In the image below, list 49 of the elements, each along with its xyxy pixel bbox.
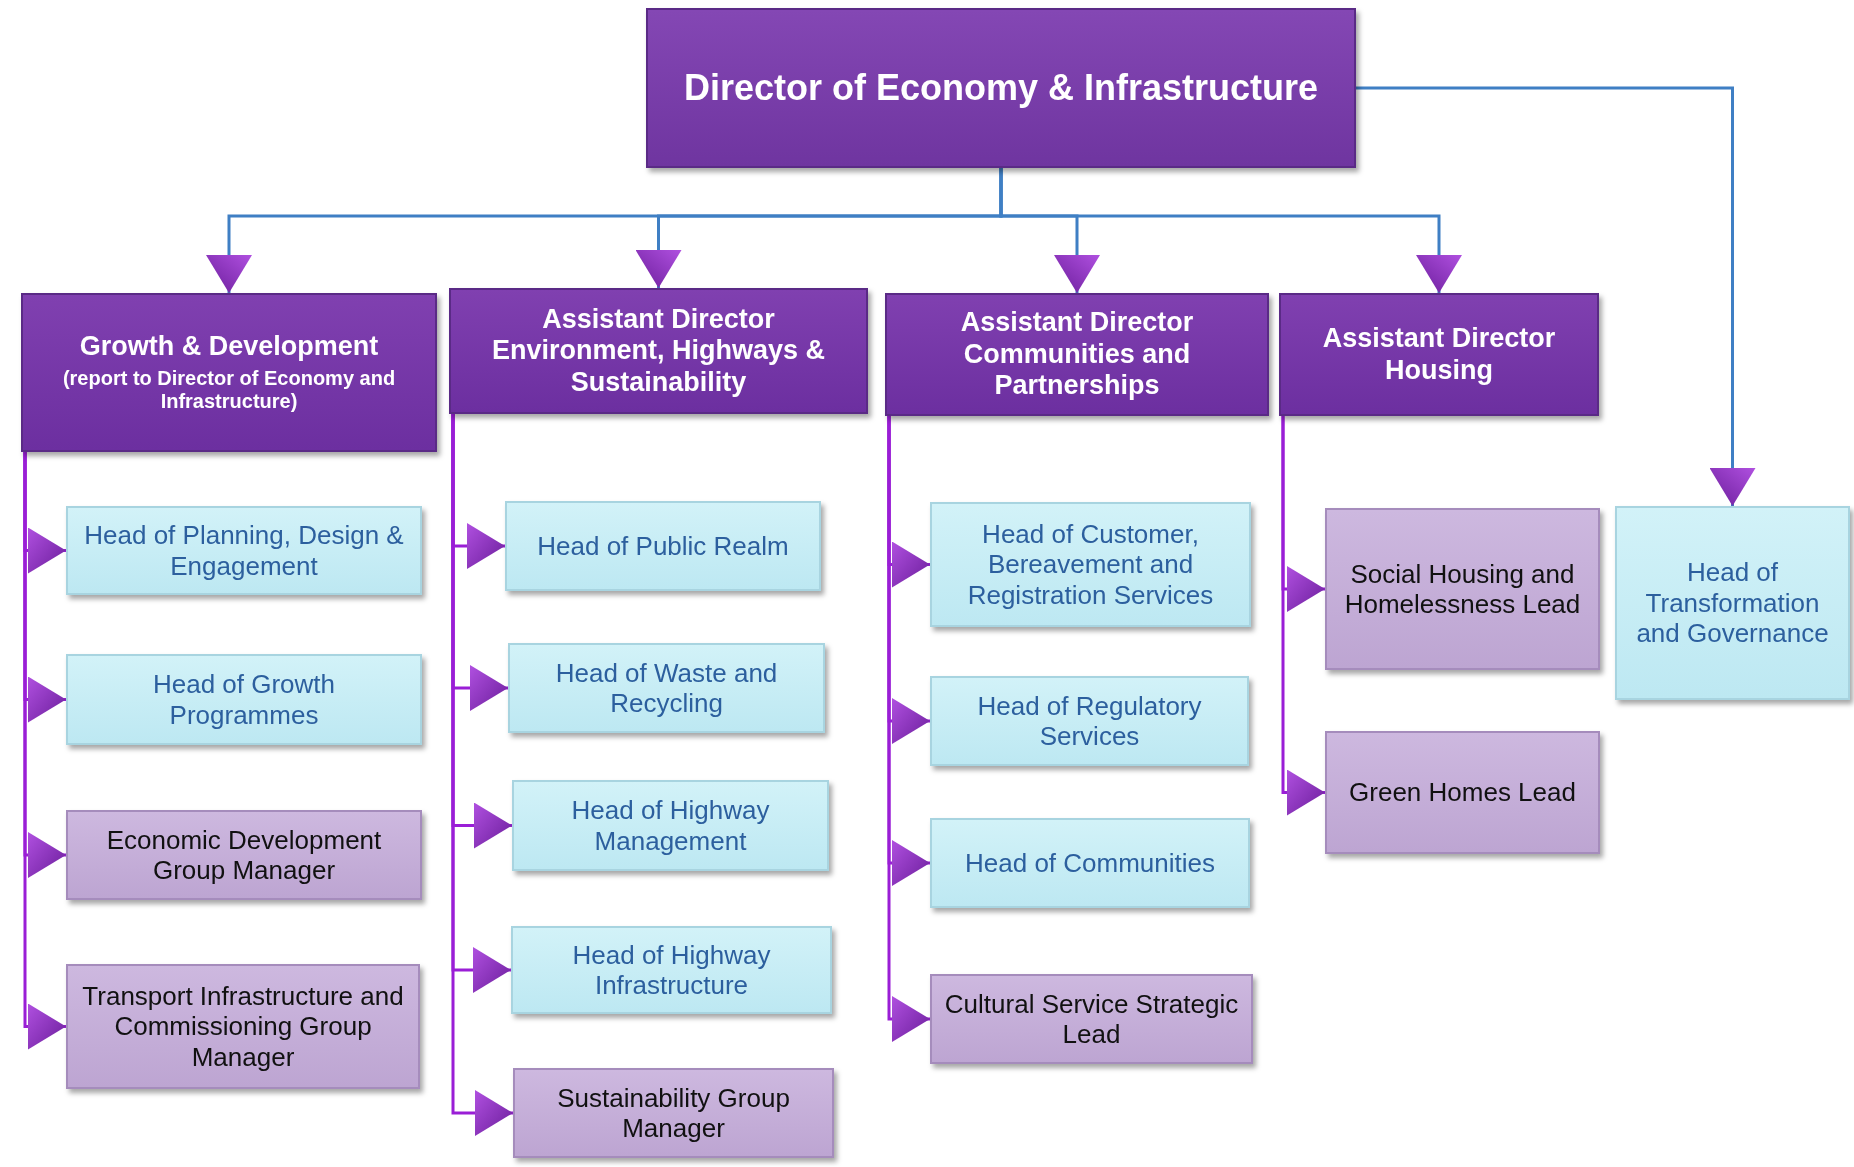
connector-arrow	[1356, 86, 1756, 506]
org-box	[66, 810, 422, 900]
box-title: Head of Highway Management	[570, 795, 771, 856]
box-title: Head of Waste and Recycling	[554, 657, 779, 719]
box-title: Head of Customer, Bereavement and Registration Services	[966, 518, 1215, 611]
connector-arrow	[887, 416, 930, 1042]
box-title: Head of Public Realm	[537, 530, 789, 562]
box-title: Head of Highway Infrastructure	[571, 939, 772, 1001]
box-title: Economic Development Group Manager	[105, 824, 383, 886]
org-box	[449, 288, 868, 414]
box-title: Head of Regulatory Services	[976, 690, 1203, 752]
connector-arrow	[1281, 416, 1325, 816]
box-note: (report to Director of Economy and Infrastructure)	[61, 366, 397, 414]
org-box	[930, 502, 1251, 627]
box-title: Head of Communities	[965, 847, 1215, 879]
box-title: Social Housing and Homelessness Lead	[1343, 558, 1582, 620]
box-title: Head of Planning, Design & Engagement	[83, 520, 405, 581]
org-box	[646, 8, 1356, 168]
org-box	[511, 926, 832, 1014]
org-box	[505, 501, 821, 591]
org-box	[930, 676, 1249, 766]
org-box	[1615, 506, 1850, 700]
org-box	[1325, 731, 1600, 854]
org-box	[66, 506, 422, 595]
box-title: Assistant Director Communities and Partnerships	[959, 307, 1195, 402]
org-box	[930, 818, 1250, 908]
connector-arrow	[999, 168, 1462, 293]
box-title: Transport Infrastructure and Commissioning Group Manager	[81, 980, 405, 1073]
org-box	[508, 643, 825, 733]
org-box	[66, 964, 420, 1089]
box-title: Head of Transformation and Governance	[1635, 557, 1830, 649]
org-box	[885, 293, 1269, 416]
box-title: Green Homes Lead	[1349, 777, 1576, 808]
box-title: Sustainability Group Manager	[556, 1082, 791, 1144]
box-title: Assistant Director Environment, Highways & Sustainability	[490, 303, 827, 399]
org-box	[513, 1068, 834, 1158]
org-box	[930, 974, 1253, 1064]
box-title: Director of Economy & Infrastructure	[683, 66, 1319, 110]
box-title: Head of Growth Programmes	[151, 669, 337, 730]
connector-arrow	[23, 452, 66, 1050]
org-box	[512, 780, 829, 871]
org-box	[21, 293, 437, 452]
org-box	[1279, 293, 1599, 416]
box-title: Assistant Director Housing	[1321, 322, 1557, 387]
connector-arrow	[451, 414, 513, 1136]
box-title: Cultural Service Strategic Lead	[943, 988, 1240, 1050]
org-box	[1325, 508, 1600, 670]
org-box	[66, 654, 422, 745]
box-title: Growth & Development	[79, 331, 379, 363]
